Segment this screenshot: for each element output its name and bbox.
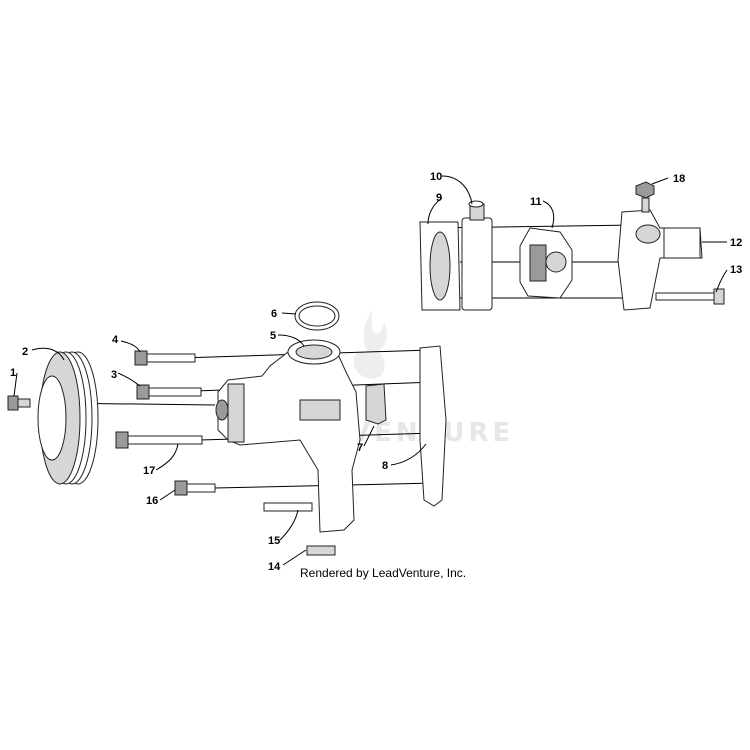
callout-7: 7 (357, 442, 363, 454)
callout-12: 12 (730, 237, 742, 249)
callout-11: 11 (530, 196, 542, 208)
dowel-part-15 (263, 502, 313, 512)
callout-15: 15 (268, 535, 280, 547)
render-credit: Rendered by LeadVenture, Inc. (300, 566, 466, 580)
leader-lines (13, 175, 728, 566)
bolt-part-3 (136, 384, 202, 400)
bolt-part-13 (655, 288, 725, 305)
bolt-part-16 (174, 480, 216, 496)
callout-14: 14 (268, 561, 281, 573)
pulley-bolt-part-1 (7, 395, 31, 411)
callout-1: 1 (10, 367, 16, 379)
dowel-part-14 (306, 545, 336, 556)
callout-16: 16 (146, 495, 158, 507)
outlet-housing-part-12 (617, 209, 703, 311)
bolt-part-4 (134, 350, 196, 366)
callout-5: 5 (270, 330, 276, 342)
callout-18: 18 (673, 173, 685, 185)
callout-10: 10 (430, 171, 442, 183)
callout-6: 6 (271, 308, 277, 320)
watermark-logo (353, 310, 387, 379)
callout-8: 8 (382, 460, 388, 472)
o-ring-part-6 (294, 301, 340, 331)
callout-17: 17 (143, 465, 155, 477)
bolt-part-17 (115, 431, 203, 449)
callout-3: 3 (111, 369, 117, 381)
thermostat-part-11 (519, 227, 573, 299)
callout-labels: 1 2 3 4 5 6 7 8 9 10 11 12 13 14 15 16 1… (10, 171, 742, 573)
seal-part-7 (365, 383, 387, 425)
callout-2: 2 (22, 346, 28, 358)
thermostat-housing-part-10 (461, 200, 493, 311)
callout-4: 4 (112, 334, 119, 346)
callout-9: 9 (436, 192, 442, 204)
callout-13: 13 (730, 264, 742, 276)
gasket-part-8 (419, 345, 447, 507)
bleed-screw-part-18 (635, 181, 655, 213)
water-pump-part-5 (215, 339, 361, 533)
gasket-part-9 (419, 221, 461, 311)
pulley-part-2 (37, 351, 99, 485)
